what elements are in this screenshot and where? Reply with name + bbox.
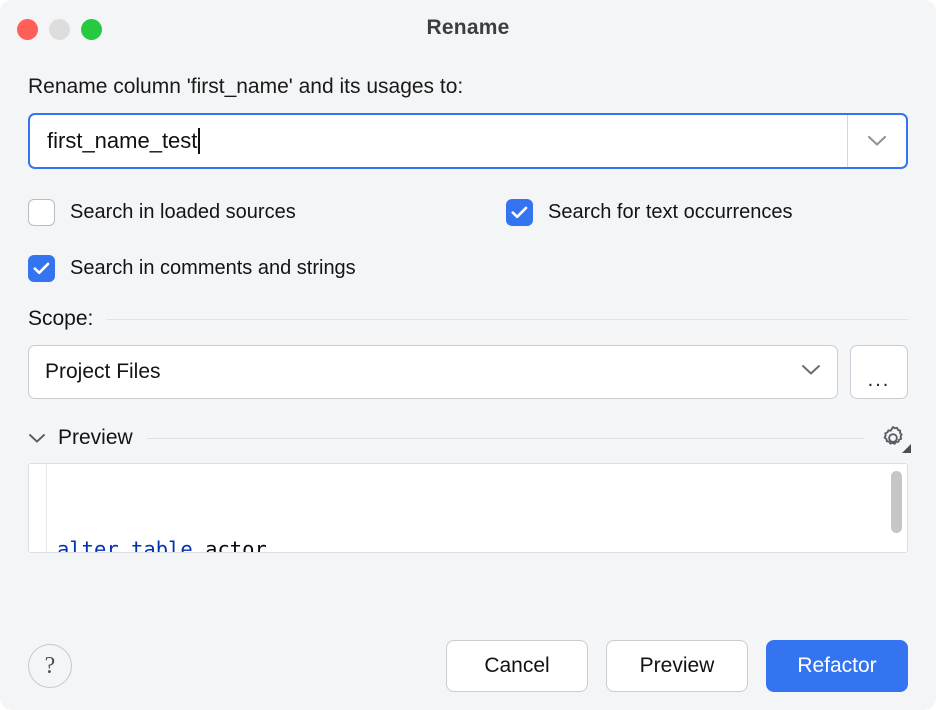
scope-select[interactable]: Project Files	[28, 345, 838, 399]
window-controls	[17, 19, 102, 40]
scope-browse-button[interactable]: ...	[850, 345, 908, 399]
new-name-combobox[interactable]: first_name_test	[28, 113, 908, 169]
refactor-button[interactable]: Refactor	[766, 640, 908, 692]
text-cursor	[198, 128, 201, 154]
scope-separator	[107, 318, 908, 320]
scope-section-header: Scope:	[28, 307, 908, 331]
prompt-label: Rename column 'first_name' and its usage…	[28, 75, 464, 98]
help-button[interactable]: ?	[28, 644, 72, 688]
new-name-input[interactable]: first_name_test	[30, 115, 847, 167]
code-token-space	[193, 537, 205, 552]
preview-title: Preview	[58, 426, 133, 449]
checkbox-label-loaded-sources: Search in loaded sources	[70, 200, 296, 223]
zoom-button[interactable]	[81, 19, 102, 40]
search-options-row-2: Search in comments and strings	[28, 251, 908, 285]
search-options-row-1: Search in loaded sources Search for text…	[28, 195, 908, 229]
code-content: alter table actor rename column first_na…	[47, 464, 907, 552]
checkbox-search-in-comments-and-strings[interactable]	[28, 254, 55, 282]
search-options: Search in loaded sources Search for text…	[28, 195, 908, 285]
window-title: Rename	[426, 16, 510, 39]
scope-row: Project Files ...	[28, 345, 908, 399]
dialog-footer: ? Cancel Preview Refactor	[0, 622, 936, 710]
chevron-down-icon	[801, 363, 821, 381]
code-gutter	[29, 464, 47, 552]
code-token-identifier: actor	[205, 537, 267, 553]
new-name-value: first_name_test	[47, 128, 198, 153]
chevron-down-icon[interactable]	[28, 433, 46, 444]
checkbox-search-in-loaded-sources[interactable]	[28, 198, 55, 226]
preview-separator	[146, 437, 864, 439]
dialog-content: Rename column 'first_name' and its usage…	[0, 75, 936, 553]
scope-title: Scope:	[28, 307, 94, 330]
scope-selected-value: Project Files	[45, 360, 161, 383]
code-token-keyword: alter table	[57, 537, 193, 553]
cancel-button[interactable]: Cancel	[446, 640, 588, 692]
checkbox-label-text-occurrences: Search for text occurrences	[548, 200, 793, 223]
checkbox-search-for-text-occurrences[interactable]	[506, 198, 533, 226]
preview-button[interactable]: Preview	[606, 640, 748, 692]
chevron-down-icon[interactable]	[847, 115, 906, 167]
minimize-button[interactable]	[49, 19, 70, 40]
preview-vertical-scrollbar[interactable]	[891, 471, 902, 533]
title-bar: Rename	[0, 0, 936, 56]
checkbox-label-comments-and-strings: Search in comments and strings	[70, 256, 356, 279]
preview-code-pane[interactable]: alter table actor rename column first_na…	[28, 463, 908, 553]
close-button[interactable]	[17, 19, 38, 40]
code-line: alter table actor	[57, 534, 907, 553]
preview-section-header: Preview	[28, 423, 911, 453]
gear-icon[interactable]	[878, 423, 911, 453]
